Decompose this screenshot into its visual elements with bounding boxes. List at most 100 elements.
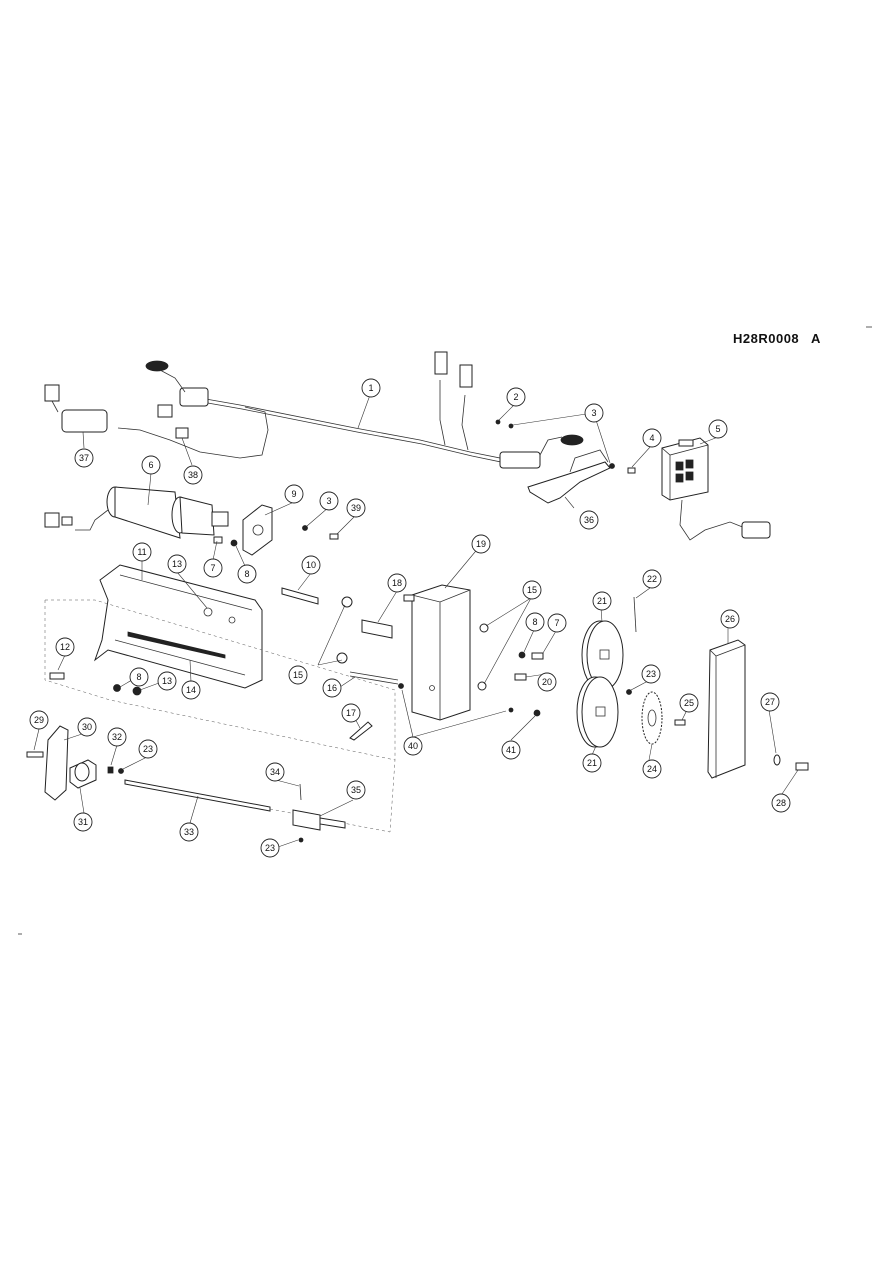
- callout-23: 23: [138, 739, 158, 759]
- screw: [674, 719, 686, 726]
- callout-label: 41: [506, 745, 516, 755]
- callout-7: 7: [547, 613, 567, 633]
- wiring-harness: [44, 351, 584, 469]
- callout-label: 16: [327, 683, 337, 693]
- callout-23: 23: [641, 664, 661, 684]
- callout-label: 8: [136, 672, 141, 682]
- screw: [627, 467, 636, 474]
- handle: [349, 721, 373, 741]
- callout-11: 11: [132, 542, 152, 562]
- nut: [626, 689, 632, 695]
- callout-label: 2: [513, 392, 518, 402]
- rod: [349, 675, 399, 685]
- callout-label: 20: [542, 677, 552, 687]
- washer: [398, 683, 404, 689]
- fuse-holder: [175, 427, 189, 439]
- callout-7: 7: [203, 558, 223, 578]
- washer: [773, 754, 781, 766]
- callout-6: 6: [141, 455, 161, 475]
- drawing-number: H28R0008: [733, 331, 800, 346]
- callout-8: 8: [525, 612, 545, 632]
- callout-13: 13: [157, 671, 177, 691]
- motor: [44, 486, 229, 539]
- callout-label: 22: [647, 574, 657, 584]
- callout-33: 33: [179, 822, 199, 842]
- screw: [329, 533, 339, 540]
- pin: [299, 783, 302, 801]
- callout-label: 7: [554, 618, 559, 628]
- bolt: [795, 762, 809, 771]
- callout-2: 2: [506, 387, 526, 407]
- callout-label: 13: [172, 559, 182, 569]
- nut: [477, 681, 487, 691]
- callout-label: 23: [265, 843, 275, 853]
- bolt: [514, 673, 527, 681]
- callout-label: 35: [351, 785, 361, 795]
- callout-1: 1: [361, 378, 381, 398]
- washer: [495, 419, 501, 425]
- callout-label: 33: [184, 827, 194, 837]
- callout-8: 8: [129, 667, 149, 687]
- washer: [230, 539, 238, 547]
- assembly-envelope: [45, 599, 396, 833]
- plug-connector: [434, 351, 448, 375]
- callout-label: 25: [684, 698, 694, 708]
- end-plate: [44, 725, 69, 801]
- callout-32: 32: [107, 727, 127, 747]
- callout-30: 30: [77, 717, 97, 737]
- bolt: [26, 751, 44, 758]
- callout-label: 28: [776, 798, 786, 808]
- callout-14: 14: [181, 680, 201, 700]
- inline-connector: [61, 409, 108, 433]
- callout-label: 10: [306, 560, 316, 570]
- side-cover: [707, 639, 746, 779]
- callout-21: 21: [592, 591, 612, 611]
- callout-label: 40: [408, 741, 418, 751]
- round-connector: [741, 521, 771, 539]
- callout-23: 23: [260, 838, 280, 858]
- pulley-lower: [576, 676, 619, 748]
- callout-label: 11: [137, 547, 146, 557]
- callout-label: 23: [143, 744, 153, 754]
- callout-label: 38: [188, 470, 198, 480]
- callout-26: 26: [720, 609, 740, 629]
- control-box: [661, 437, 771, 541]
- main-frame: [93, 564, 263, 689]
- callout-20: 20: [537, 672, 557, 692]
- callout-13: 13: [167, 554, 187, 574]
- callout-label: 21: [597, 596, 607, 606]
- callout-28: 28: [771, 793, 791, 813]
- callout-label: 24: [647, 764, 657, 774]
- spacer-tube: [361, 619, 393, 639]
- bolt: [213, 536, 223, 544]
- motor-plug: [44, 512, 60, 528]
- callout-35: 35: [346, 780, 366, 800]
- callout-17: 17: [341, 703, 361, 723]
- callout-label: 6: [148, 460, 153, 470]
- callout-label: 17: [346, 708, 356, 718]
- callout-label: 14: [186, 685, 196, 695]
- spacer-tube: [281, 587, 319, 605]
- nut: [298, 837, 304, 843]
- callout-label: 5: [715, 424, 720, 434]
- callout-label: 32: [112, 732, 122, 742]
- callout-15: 15: [288, 665, 308, 685]
- callout-15: 15: [522, 580, 542, 600]
- callout-39: 39: [346, 498, 366, 518]
- bolt: [49, 672, 65, 680]
- callout-label: 19: [476, 539, 486, 549]
- callout-16: 16: [322, 678, 342, 698]
- round-connector: [179, 387, 209, 407]
- callout-19: 19: [471, 534, 491, 554]
- callout-label: 8: [532, 617, 537, 627]
- callout-label: 1: [368, 383, 373, 393]
- callout-label: 29: [34, 715, 44, 725]
- callout-label: 27: [765, 697, 775, 707]
- callout-5: 5: [708, 419, 728, 439]
- washer: [302, 525, 308, 531]
- callout-3: 3: [584, 403, 604, 423]
- callout-label: 23: [646, 669, 656, 679]
- callout-34: 34: [265, 762, 285, 782]
- plug-connector: [459, 364, 473, 388]
